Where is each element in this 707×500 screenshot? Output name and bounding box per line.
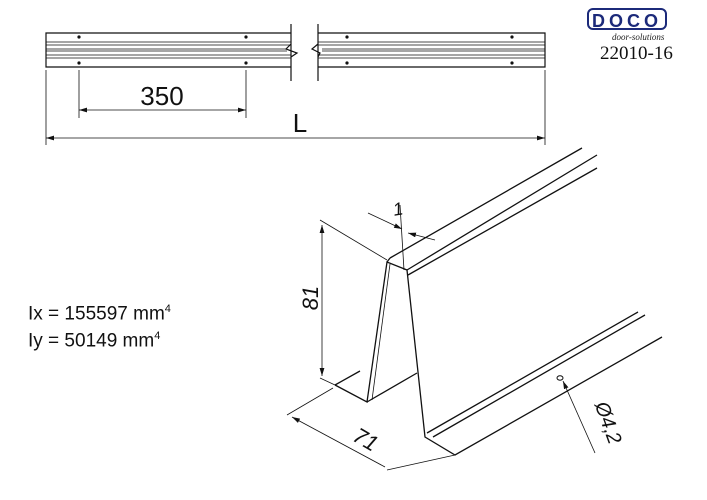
doco-logo: DOCO (587, 8, 667, 31)
iy-exponent: 4 (154, 330, 161, 342)
moment-of-inertia-x: Ix = 155597 mm4 (28, 303, 171, 325)
rail-top-view (45, 24, 546, 81)
ix-exponent: 4 (164, 303, 171, 315)
hole-diameter-dimension: Ø4,2 (590, 398, 626, 447)
length-dimension: L (293, 108, 307, 138)
iy-value: Iy = 50149 mm (28, 330, 155, 352)
dimension-lines (45, 70, 546, 145)
thickness-dimension: 1 (391, 198, 404, 219)
moment-of-inertia-y: Iy = 50149 mm4 (28, 330, 160, 352)
profile-dimension-lines (286, 204, 596, 471)
width-dimension: 71 (349, 423, 383, 457)
drawing-code: 22010-16 (600, 43, 673, 64)
ix-value: Ix = 155597 mm (28, 303, 165, 325)
logo-tagline: door-solutions (612, 32, 665, 42)
spacing-dimension: 350 (140, 81, 183, 111)
mounting-holes (77, 35, 514, 65)
height-dimension: 81 (298, 286, 323, 310)
